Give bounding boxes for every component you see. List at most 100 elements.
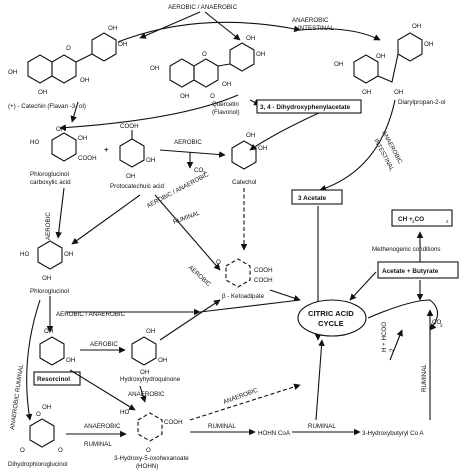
- pca-oh-top: OH: [56, 126, 65, 133]
- hohn-ho: HO: [120, 409, 129, 416]
- diaryl-label: Diarylpropan-2-ol: [398, 99, 445, 106]
- diaryl-oh-right1: OH: [424, 41, 433, 48]
- label-h-hcoo: H + HCOO: [381, 322, 388, 352]
- resorcinol-label: Resorcinol: [37, 376, 70, 383]
- label-aerobic-pa: AEROBIC: [174, 139, 202, 146]
- label-aerobic-anaerobic-top: AEROBIC / ANAEROBIC: [168, 4, 238, 11]
- label-intestinal-top: INTESTINAL: [298, 25, 334, 32]
- ketoadipate-structure: O COOH COOH β - Ketoadipate: [216, 258, 273, 300]
- label-anaerobic-ruminal-left: ANAEROBIC RUMINAL: [9, 363, 25, 430]
- dhpa-label: 3, 4 - Dihydroxyphenylacetate: [260, 104, 351, 111]
- label-anaerobic-hydroxy: ANAEROBIC: [128, 391, 165, 398]
- hohn-cooh: COOH: [164, 419, 183, 426]
- ch4-co2-box: [391, 209, 453, 227]
- catechin-oh-mid: OH: [80, 77, 89, 84]
- arrow-pa-to-catechol: [159, 149, 226, 158]
- arrow-top-to-quercetin: [204, 11, 241, 41]
- acetate3-label: 3 Acetate: [298, 195, 327, 202]
- arrow-quercetin-to-phloro: [59, 94, 239, 131]
- label-co2: CO: [194, 167, 203, 174]
- dihydrophloroglucinol-structure: O OH O O Dihydrophloroglucinol: [8, 404, 68, 468]
- dihydro-oh: OH: [42, 404, 51, 411]
- label-ruminal-mid: RUMINAL: [172, 210, 201, 226]
- quercetin-oh-right1: OH: [256, 51, 265, 58]
- dihydro-o-left: O: [20, 447, 25, 454]
- label-anaerobic-top: ANAEROBIC: [292, 17, 329, 24]
- label-anaerobic-dihydro: ANAEROBIC: [84, 423, 121, 430]
- label-aerobic-anaerobic-mid: AEROBIC / ANAEROBIC: [146, 171, 211, 210]
- phloro-oh-bottom: OH: [42, 275, 51, 282]
- pca-oh-right: OH: [78, 135, 87, 142]
- hohn-label1: 3-Hydroxy-5-oxohexanoate: [114, 455, 189, 462]
- pa-oh-right: OH: [146, 157, 155, 164]
- butyryl-label: 3-Hydroxybutyryl Co A: [362, 430, 424, 437]
- label-ruminal-right: RUMINAL: [421, 364, 428, 392]
- quercetin-oh-mid: OH: [222, 81, 231, 88]
- quercetin-oh-left: OH: [150, 65, 159, 72]
- catechin-structure: OH OH O OH OH OH (+) - Catechin (Flavan …: [8, 25, 127, 110]
- label-half: 2: [389, 348, 396, 352]
- pca-label2: carboxylic acid: [30, 179, 71, 186]
- co2-sub: 2: [446, 219, 449, 224]
- arrow-hq-to-keto: [159, 299, 221, 341]
- catechin-oh-left: OH: [8, 69, 17, 76]
- diaryl-oh-left: OH: [334, 61, 343, 68]
- label-aerobic-anaerobic-phloro: AEROBIC / ANAEROBIC: [56, 311, 126, 318]
- label-aerobic-vertical: AEROBIC: [45, 212, 52, 240]
- arrow-keto-to-tca: [269, 289, 301, 302]
- arrow-phloro-to-tca: [199, 299, 301, 313]
- diaryl-oh-right2: OH: [412, 23, 421, 30]
- arrow-h-hcoo: [389, 329, 403, 361]
- arrow-dhpa-to-catechol: [249, 107, 331, 151]
- arrow-diaryl-to-acetate: [319, 99, 396, 192]
- dhpa-box: [256, 99, 362, 114]
- diarylpropanol-structure: OH OH OH OH OH OH Diarylpropan-2-ol: [334, 23, 445, 106]
- hohn-label2: (HOHN): [136, 463, 158, 470]
- quercetin-o-keto: O: [210, 93, 215, 100]
- hq-oh-bottom: OH: [140, 369, 149, 376]
- pca-cooh: COOH: [78, 155, 97, 162]
- arrow-phloro-to-dihydro: [25, 299, 41, 421]
- label-co2-sub: 2: [203, 170, 206, 175]
- quercetin-structure: OH OH O OH O OH OH Quercetin (Flavonol): [150, 35, 265, 116]
- hohn-o: O: [146, 447, 151, 454]
- label-ruminal-hohn: RUMINAL: [208, 423, 236, 430]
- arrow-bottom-to-tca: [315, 339, 325, 421]
- pa-oh-bottom: OH: [126, 173, 135, 180]
- arrow-res-to-hohn: [69, 369, 136, 411]
- label-ruminal-dihydro: RUMINAL: [84, 441, 112, 448]
- resorcinol-oh-right: OH: [66, 357, 75, 364]
- hq-oh-top: OH: [146, 328, 155, 335]
- diaryl-oh-mid: OH: [376, 53, 385, 60]
- arrow-to-diaryl: [299, 28, 381, 41]
- plus-sign: +: [104, 145, 109, 154]
- arrow-pca-to-phloro: [55, 187, 65, 239]
- ch4-co2-label: CH + CO: [398, 216, 424, 223]
- acetate3-box: [291, 189, 343, 205]
- label-anaerobic-hohn: ANAEROBIC: [222, 387, 259, 406]
- dihydro-o-top: O: [36, 411, 41, 418]
- arrow-hq-to-hohn: [139, 385, 147, 403]
- keto-o: O: [216, 259, 221, 266]
- catechol-label: Catechol: [232, 179, 256, 186]
- arrow-pa-to-ketoadipate: [154, 194, 221, 271]
- catechin-oh-bottom: OH: [38, 89, 47, 96]
- keto-cooh1: COOH: [254, 267, 273, 274]
- catechin-label: (+) - Catechin (Flavan -3- ol): [8, 103, 86, 110]
- quercetin-label: Quercetin: [212, 101, 239, 108]
- ch4-sub: 4: [412, 219, 415, 224]
- pca-ho: HO: [30, 139, 39, 146]
- label-methanogenic: Methenogenic conditions: [372, 246, 440, 253]
- quercetin-oh-right2: OH: [246, 35, 255, 42]
- phloro-label: Phloroglucinol: [30, 288, 69, 295]
- catechol-structure: OH OH Catechol: [231, 132, 267, 186]
- tca-label2: CYCLE: [318, 319, 344, 328]
- quercetin-o: O: [202, 51, 207, 58]
- pa-cooh: COOH: [120, 123, 139, 130]
- arrow-catechin-to-diaryl: [117, 21, 301, 43]
- pa-label: Protocatechuic acid: [110, 183, 165, 190]
- resorcinol-structure: OH OH Resorcinol: [33, 328, 81, 386]
- phloro-ho: HO: [20, 251, 29, 258]
- arrow-pa-to-phloro: [71, 194, 141, 245]
